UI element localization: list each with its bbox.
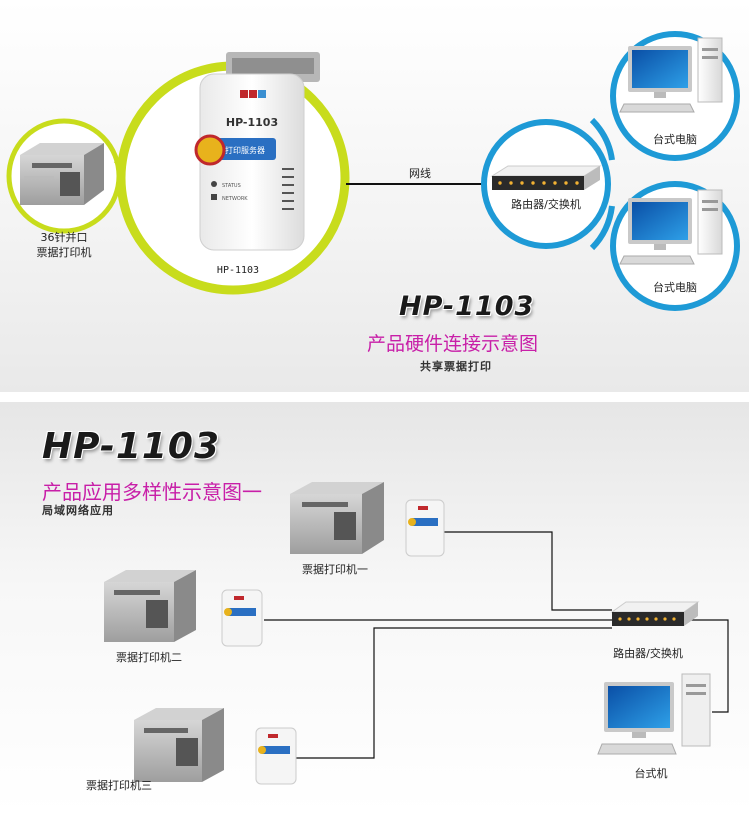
router-image-bottom [610, 601, 700, 626]
pc-label-bottom: 台式机 [634, 767, 668, 780]
network-cable-label: 网线 [409, 167, 431, 180]
printer-port-label: 36针并口 [40, 231, 88, 244]
router-label: 路由器/交换机 [511, 198, 581, 211]
bottom-subtitle: 产品应用多样性示意图一 [42, 480, 262, 504]
ticket-printer-3-image [134, 708, 224, 782]
desktop-pc-image-bottom [597, 673, 711, 755]
device-badge-text: 打印服务器 [225, 145, 265, 155]
desktop-pc-image-1 [619, 37, 723, 113]
hp1103-device-3-image [255, 727, 297, 785]
ticket-printer-2-image [104, 570, 196, 642]
hardware-connection-panel: HP-1103 打印服务器 STATUS NETWORK [0, 0, 749, 392]
desktop-pc-image-2 [619, 189, 723, 265]
top-title: HP-1103 [399, 291, 535, 322]
hp1103-device-1-image [405, 499, 445, 557]
hp1103-device-2-image [221, 589, 263, 647]
printer-3-label: 票据打印机三 [86, 779, 152, 792]
printer-1-label: 票据打印机一 [302, 563, 368, 576]
device-status-text: STATUS [222, 183, 241, 189]
router-label-bottom: 路由器/交换机 [613, 647, 683, 660]
hp1103-device-image: HP-1103 打印服务器 STATUS NETWORK [194, 52, 320, 251]
top-caption: 共享票据打印 [420, 360, 492, 373]
pc-label-1: 台式电脑 [653, 133, 697, 146]
device-network-text: NETWORK [222, 196, 248, 202]
network-lines [264, 531, 729, 759]
printer-2-label: 票据打印机二 [116, 651, 182, 664]
pc-label-2: 台式电脑 [653, 281, 697, 294]
lan-application-diagram [104, 482, 729, 785]
router-image [490, 165, 602, 190]
lan-application-panel: HP-1103 产品应用多样性示意图一 局域网络应用 票据打印机一 票据打印机二… [0, 402, 749, 814]
ticket-printer-1-image [290, 482, 384, 554]
top-subtitle: 产品硬件连接示意图 [367, 333, 539, 355]
panel-divider [0, 392, 749, 402]
bottom-title: HP-1103 [42, 426, 221, 467]
ticket-printer-label: 票据打印机 [36, 246, 92, 259]
bottom-caption: 局域网络应用 [42, 504, 114, 517]
hardware-connection-diagram: HP-1103 打印服务器 STATUS NETWORK [6, 31, 740, 311]
ticket-printer-image [20, 143, 104, 205]
device-model-text: HP-1103 [226, 116, 278, 129]
device-caption: HP-1103 [216, 265, 260, 276]
